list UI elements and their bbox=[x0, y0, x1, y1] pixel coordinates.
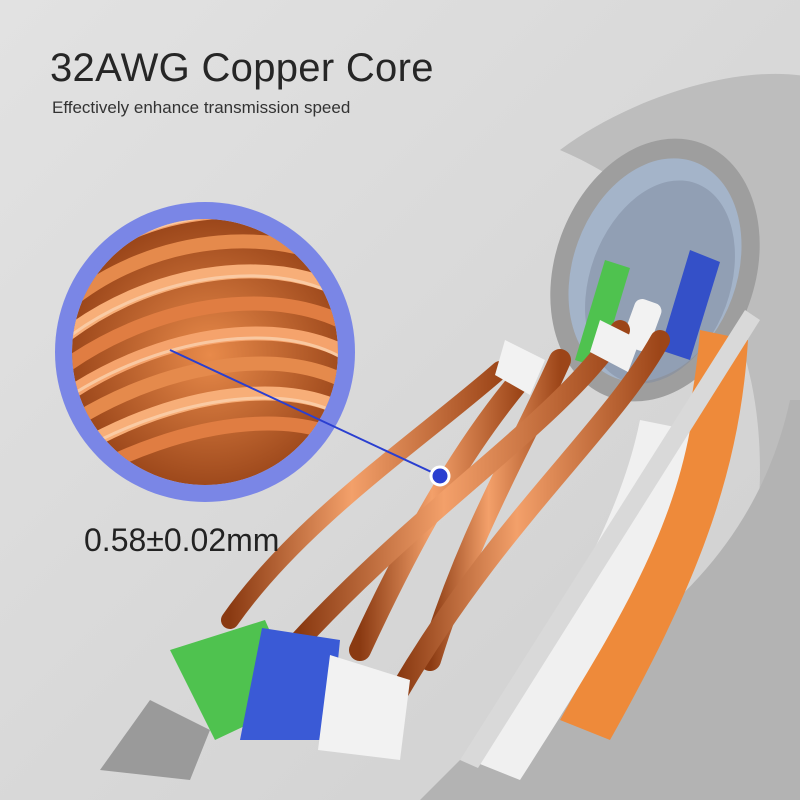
copper-wires bbox=[221, 320, 670, 700]
subheadline: Effectively enhance transmission speed bbox=[52, 98, 351, 117]
callout bbox=[169, 349, 451, 487]
diameter-label: 0.58±0.02mm bbox=[84, 522, 280, 558]
callout-dot bbox=[429, 465, 451, 487]
copper-coil-inset bbox=[55, 202, 355, 502]
callout-line bbox=[169, 349, 441, 477]
headline: 32AWG Copper Core bbox=[50, 46, 434, 90]
wire-ends bbox=[100, 320, 640, 780]
inner-conductors bbox=[460, 250, 760, 780]
